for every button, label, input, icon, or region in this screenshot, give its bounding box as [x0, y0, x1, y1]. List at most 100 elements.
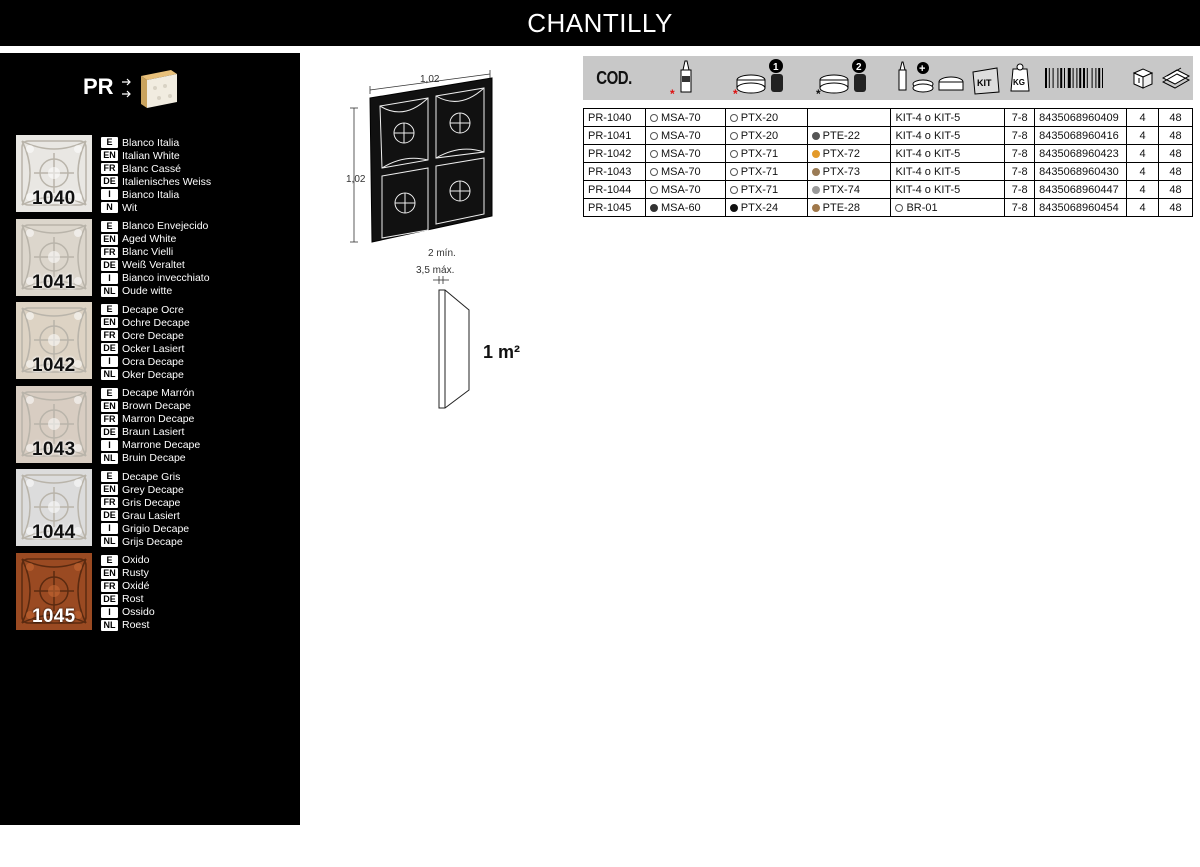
open-circle-icon	[729, 185, 738, 194]
finish-swatch: 1045	[16, 552, 92, 630]
paint1-cell: PTX-71	[724, 162, 808, 181]
finish-name: Ocker Lasiert	[122, 342, 185, 355]
finish-name: Roest	[122, 619, 150, 631]
finish-value: KIT-4 o KIT-5	[895, 147, 961, 160]
direction-arrows-icon	[122, 78, 131, 98]
finish-cell: KIT-4 o KIT-5	[890, 162, 1006, 181]
series-header: PR	[83, 68, 183, 112]
language-code: I	[101, 523, 118, 534]
pallet-cell: 48	[1158, 198, 1193, 217]
weight-icon: KG	[1005, 56, 1035, 100]
finish-name: Wit	[122, 201, 138, 214]
finish-name-row: NL Roest	[101, 619, 296, 632]
color-dot-icon	[811, 149, 820, 158]
language-code: I	[101, 272, 118, 284]
kg-cell: 7-8	[1004, 180, 1036, 199]
finish-name: Oude witte	[122, 285, 173, 297]
finish-name: Grigio Decape	[122, 522, 190, 535]
finish-name: Oxidé	[122, 580, 150, 592]
paint2-value: PTX-74	[822, 183, 860, 196]
ean-cell: 8435068960454	[1034, 198, 1128, 217]
pallet-cell: 48	[1158, 162, 1193, 181]
finish-name: Brown Decape	[122, 400, 191, 412]
finish-name: Rost	[122, 593, 144, 605]
area-label: 1 m²	[483, 342, 521, 362]
kg-cell: 7-8	[1004, 198, 1036, 217]
svg-text:+: +	[919, 63, 925, 75]
paint2-value: PTE-28	[822, 201, 860, 214]
color-dot-icon	[729, 203, 738, 212]
pallet-cell: 48	[1158, 180, 1193, 199]
language-code: DE	[101, 259, 118, 271]
language-code: E	[101, 387, 118, 399]
open-circle-icon	[649, 113, 658, 122]
table-header: COD. * 1 * 2 *	[583, 56, 1193, 100]
language-code: E	[101, 304, 118, 315]
language-code: EN	[101, 567, 118, 579]
language-code: NL	[101, 619, 118, 631]
paint1-value: PTX-20	[740, 129, 779, 142]
finish-name: Marron Decape	[122, 413, 195, 425]
finish-name-row: I Marrone Decape	[101, 439, 296, 452]
svg-text:KG: KG	[1013, 78, 1025, 87]
units-cell: 4	[1126, 198, 1160, 217]
finish-name: Ossido	[122, 606, 155, 618]
open-circle-icon	[649, 185, 658, 194]
color-dot-icon	[811, 203, 820, 212]
finish-name: Marrone Decape	[122, 439, 201, 451]
cod-header: COD.	[596, 67, 632, 89]
finish-name: Grau Lasiert	[122, 509, 180, 522]
box-units-icon	[1127, 56, 1159, 100]
paint2-cell: PTX-73	[806, 162, 892, 181]
adhesive-value: MSA-60	[660, 201, 701, 214]
units-cell: 4	[1126, 162, 1160, 181]
language-code: N	[101, 202, 118, 213]
thickness-drawing: 2 mín. 3,5 máx.	[416, 248, 470, 409]
adhesive-icon: *	[645, 56, 725, 100]
finish-name: Oxido	[122, 554, 150, 566]
adhesive-cell: MSA-70	[644, 126, 726, 145]
finish-cell: KIT-4 o KIT-5	[890, 144, 1006, 163]
thickness-max: 3,5 máx.	[416, 265, 454, 276]
svg-text:KIT: KIT	[977, 78, 992, 88]
finish-name: Grey Decape	[122, 483, 184, 496]
adhesive-cell: MSA-70	[644, 162, 726, 181]
color-dot-icon	[811, 167, 820, 176]
finish-name: Bruin Decape	[122, 452, 186, 464]
svg-text:2: 2	[856, 62, 862, 73]
finish-value: KIT-4 o KIT-5	[895, 129, 961, 142]
paint-step2-icon: 2 *	[807, 56, 891, 100]
units-cell: 4	[1126, 180, 1160, 199]
color-dot-icon	[649, 203, 658, 212]
finish-name-row: I Grigio Decape	[101, 522, 296, 535]
language-code: DE	[101, 176, 118, 187]
barcode-icon	[1035, 56, 1127, 100]
language-code: NL	[101, 536, 118, 547]
language-code: I	[101, 439, 118, 451]
language-code: FR	[101, 163, 118, 174]
language-code: NL	[101, 369, 118, 380]
